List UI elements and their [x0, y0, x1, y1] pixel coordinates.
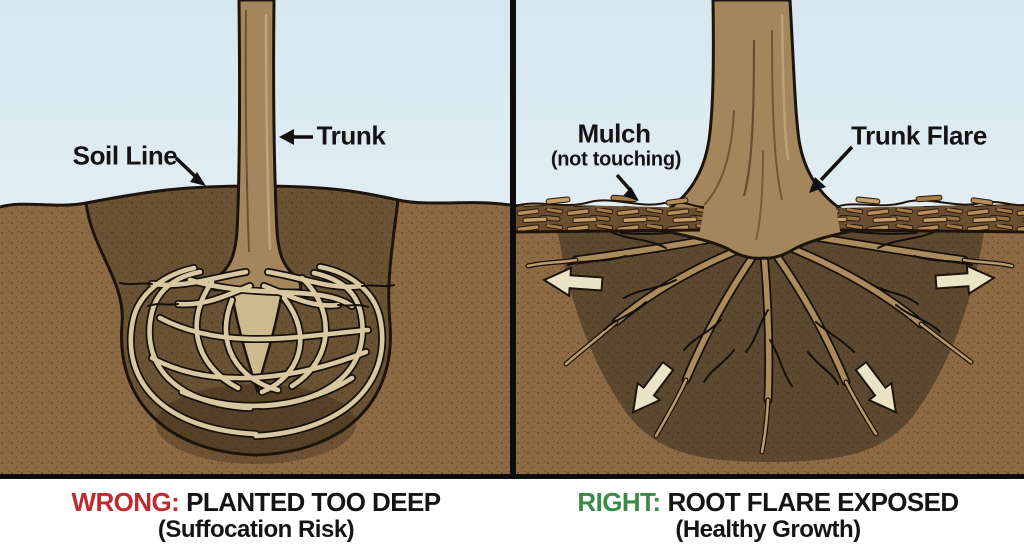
wrong-subtitle: (Suffocation Risk)	[157, 516, 355, 543]
wrong-caption-line1: WRONG:PLANTED TOO DEEP	[0, 488, 512, 516]
right-subtitle: (Healthy Growth)	[675, 516, 861, 543]
trunk-pointer-arrow	[279, 129, 313, 145]
trunk-flare-label: Trunk Flare	[851, 120, 987, 151]
illustration-row: Soil Line Trunk	[0, 0, 1024, 474]
mulch-label: Mulch	[577, 118, 651, 149]
trunk-label: Trunk	[316, 120, 386, 151]
wrong-illustration	[0, 0, 510, 474]
right-title: ROOT FLARE EXPOSED	[667, 487, 959, 517]
wrong-title: PLANTED TOO DEEP	[186, 487, 441, 517]
buried-stem	[228, 278, 286, 395]
mulch-note-label: (not touching)	[550, 148, 682, 171]
wrong-panel: Soil Line Trunk	[0, 0, 510, 474]
mulch-pointer-arrow	[615, 173, 639, 201]
right-verdict: RIGHT:	[577, 487, 661, 517]
soil-line-pointer-arrow	[174, 156, 206, 186]
caption-row: WRONG:PLANTED TOO DEEP (Suffocation Risk…	[0, 479, 1024, 559]
trunk-flare-shape	[650, 0, 862, 260]
soil-line-label: Soil Line	[72, 140, 178, 171]
right-illustration	[516, 0, 1024, 474]
wrong-caption: WRONG:PLANTED TOO DEEP (Suffocation Risk…	[0, 479, 512, 559]
caption-separator-line	[0, 474, 1024, 479]
right-panel: Mulch (not touching) Trunk Flare	[516, 0, 1024, 474]
trunk-flare-pointer-arrow	[809, 145, 854, 193]
wrong-verdict: WRONG:	[71, 487, 180, 517]
circling-root-ball	[119, 263, 395, 440]
right-caption-line1: RIGHT:ROOT FLARE EXPOSED	[512, 488, 1024, 516]
panel-divider	[510, 0, 516, 474]
hole-outline	[84, 199, 400, 457]
right-caption: RIGHT:ROOT FLARE EXPOSED (Healthy Growth…	[512, 479, 1024, 559]
mulch-layer	[516, 194, 1024, 234]
